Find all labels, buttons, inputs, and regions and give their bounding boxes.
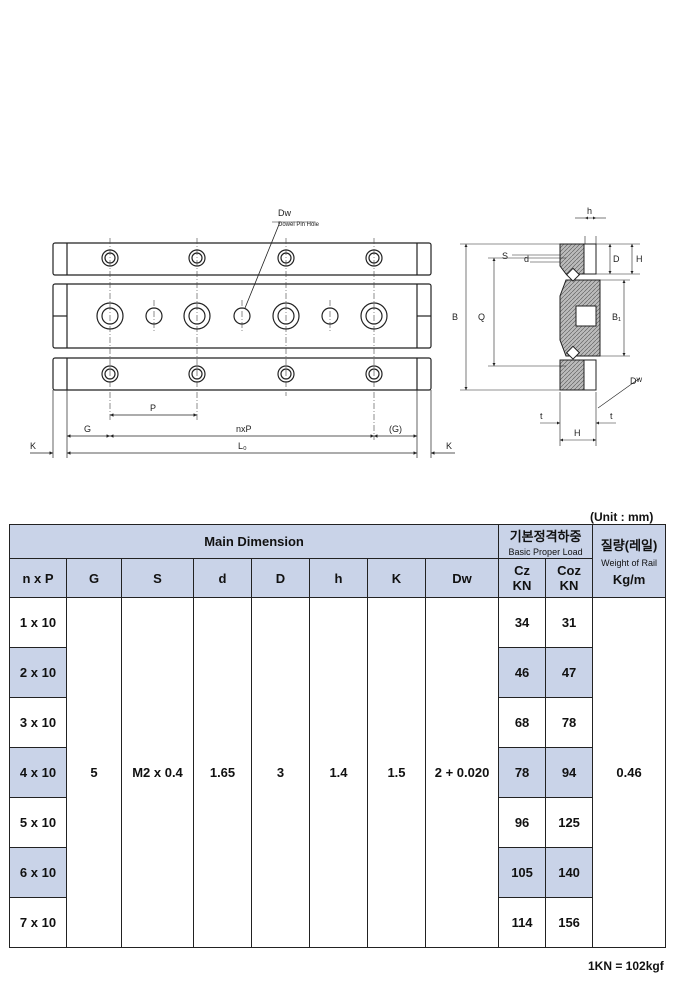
dim-g-label: G: [84, 424, 91, 434]
dim-k-right-label: K: [446, 441, 452, 451]
col-dw: Dw: [424, 558, 500, 598]
cz-label: Cz: [514, 563, 530, 578]
cz-unit: KN: [512, 578, 532, 593]
footnote: 1KN = 102kgf: [588, 959, 664, 973]
col-d-small: d: [193, 558, 252, 598]
dowel-pin-label: Dowel Pin Hole: [278, 222, 320, 228]
table-row-nxp: 4 x 10: [9, 747, 67, 798]
coz-label: Coz: [557, 563, 581, 578]
cell-cz: 114: [498, 897, 547, 948]
dim-h-top-label: h: [587, 206, 592, 216]
dim-q-label: Q: [478, 312, 485, 322]
bottom-rail: [52, 357, 432, 391]
cross-section: [559, 243, 601, 391]
weight-kr: 질량(레일): [600, 538, 658, 553]
cell-dw: 2 + 0.020: [424, 597, 500, 948]
table-row-nxp: 3 x 10: [9, 697, 67, 748]
cell-k: 1.5: [367, 597, 426, 948]
dim-b1-label: B₁: [612, 312, 621, 322]
table-row-nxp: 5 x 10: [9, 797, 67, 848]
centerlines: [109, 238, 375, 440]
col-d: D: [251, 558, 310, 598]
basic-load-header: 기본정격하중 Basic Proper Load: [498, 524, 594, 559]
length-dimensions: [30, 390, 455, 458]
cell-cz: 78: [498, 747, 547, 798]
cell-coz: 31: [545, 597, 594, 648]
load-kr: 기본정격하중: [509, 529, 582, 544]
cell-s: M2 x 0.4: [121, 597, 194, 948]
table-row-nxp: 7 x 10: [9, 897, 67, 948]
dim-h-right-label: H: [636, 254, 643, 264]
cell-coz: 156: [545, 897, 594, 948]
dim-p-label: P: [150, 403, 156, 413]
weight-header: 질량(레일) Weight of Rail Kg/m: [592, 524, 667, 598]
dim-h-bottom-label: H: [574, 428, 581, 438]
main-dimension-header: Main Dimension: [8, 524, 500, 559]
cell-g: 5: [66, 597, 122, 948]
col-coz: Coz KN: [545, 558, 594, 598]
dim-b-label: B: [452, 312, 458, 322]
dim-t-right-label: t: [610, 411, 613, 421]
spec-table: Main Dimension 기본정격하중 Basic Proper Load …: [8, 524, 667, 948]
cell-coz: 94: [545, 747, 594, 798]
col-h: h: [309, 558, 368, 598]
cell-cz: 68: [498, 697, 547, 748]
col-k: K: [367, 558, 426, 598]
cell-coz: 140: [545, 847, 594, 898]
cell-d-small: 1.65: [193, 597, 252, 948]
dim-dw-label: Dᵂ: [630, 376, 642, 386]
col-g: G: [66, 558, 122, 598]
dim-nxp-label: nxP: [236, 424, 252, 434]
load-en: Basic Proper Load: [508, 547, 583, 557]
cross-section-dimensions: [460, 216, 641, 446]
cell-weight: 0.46: [592, 597, 667, 948]
weight-unit: Kg/m: [612, 572, 646, 587]
cell-h: 1.4: [309, 597, 368, 948]
cell-coz: 47: [545, 647, 594, 698]
dw-leader: [244, 221, 281, 309]
unit-label: (Unit : mm): [590, 510, 654, 524]
col-cz: Cz KN: [498, 558, 547, 598]
dim-d-small-label: d: [524, 254, 529, 264]
dim-d-label: D: [613, 254, 620, 264]
cell-cz: 34: [498, 597, 547, 648]
cell-coz: 78: [545, 697, 594, 748]
cell-cz: 46: [498, 647, 547, 698]
dim-k-left-label: K: [30, 441, 36, 451]
cell-cz: 105: [498, 847, 547, 898]
cell-cz: 96: [498, 797, 547, 848]
dim-g-paren-label: (G): [389, 424, 402, 434]
dim-s-label: S: [502, 251, 508, 261]
coz-unit: KN: [559, 578, 579, 593]
table-row-nxp: 2 x 10: [9, 647, 67, 698]
top-rail: [52, 242, 432, 276]
dim-l0-label: L₀: [238, 441, 247, 451]
col-nxp: n x P: [9, 558, 67, 598]
cell-coz: 125: [545, 797, 594, 848]
dim-t-left-label: t: [540, 411, 543, 421]
weight-en: Weight of Rail: [601, 558, 657, 568]
cell-d: 3: [251, 597, 310, 948]
table-row-nxp: 1 x 10: [9, 597, 67, 648]
table-row-nxp: 6 x 10: [9, 847, 67, 898]
dw-label: Dw: [278, 208, 291, 218]
col-s: S: [121, 558, 194, 598]
rail-technical-drawing: Dw Dowel Pin Hole P G nxP (G) K L₀ K: [30, 206, 643, 458]
